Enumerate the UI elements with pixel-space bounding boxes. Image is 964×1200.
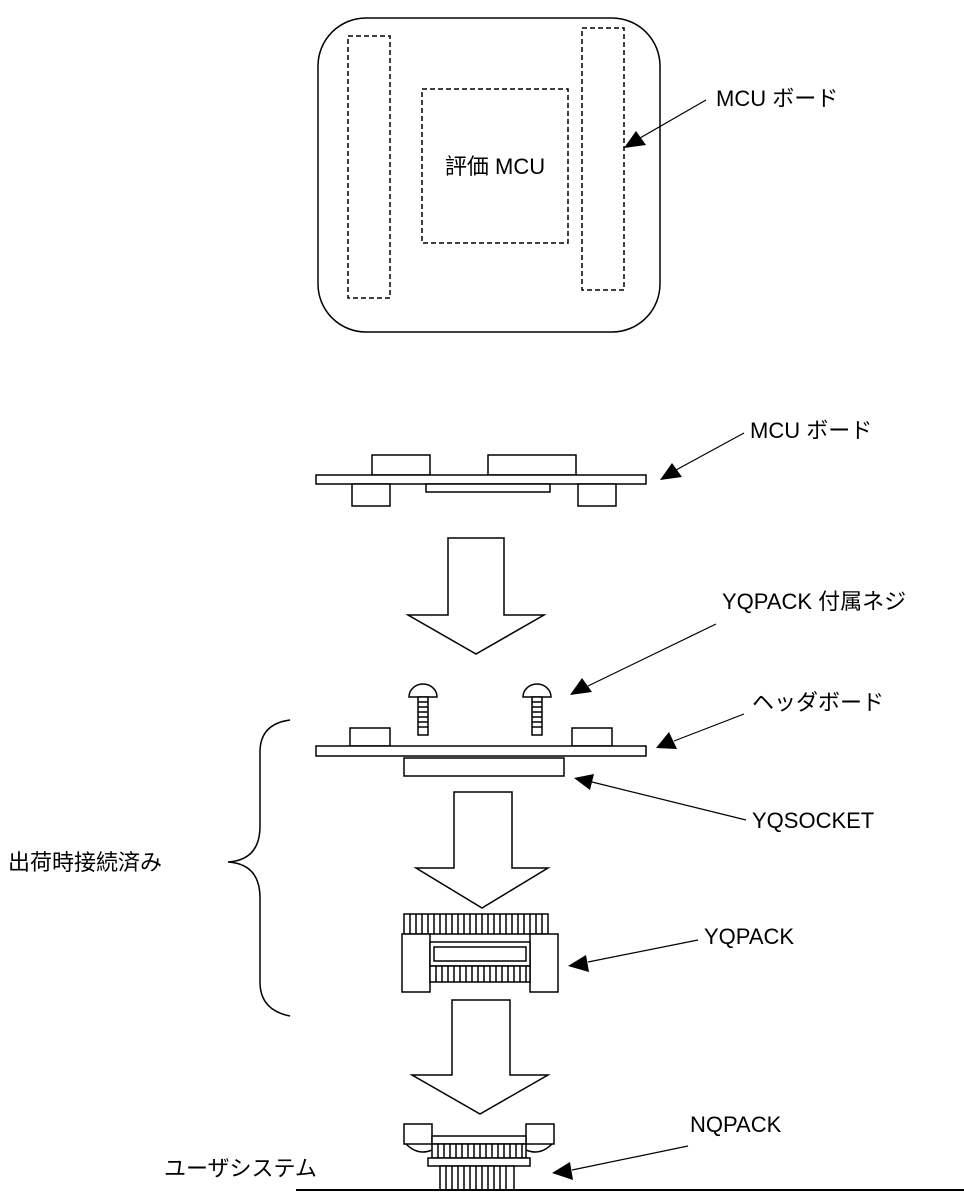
eval-mcu-outline — [421, 88, 569, 244]
yqsocket-leader — [591, 781, 747, 821]
mcu-board-side-leader — [675, 432, 745, 471]
yqsocket-part — [403, 757, 565, 777]
factory-connected-brace: 出荷時接続済み — [8, 719, 291, 1017]
yqsocket-label: YQSOCKET — [752, 808, 874, 833]
yqpack-part: YQPACK — [401, 913, 794, 993]
header-board-leader — [673, 713, 745, 742]
mcu-board-side-label: MCU ボード — [750, 418, 872, 443]
assembly-arrow-2 — [413, 791, 551, 909]
yqpack-screws: YQPACK 付属ネジ — [408, 589, 906, 736]
mcu-board-top-leader — [639, 99, 707, 139]
mcu-board-bottom-chip-right — [577, 483, 617, 507]
mcu-board-top-arrowhead — [624, 131, 646, 148]
assembly-arrow-1 — [405, 537, 547, 655]
mcu-board-top-label: MCU ボード — [716, 86, 838, 111]
yqsocket-arrowhead — [574, 774, 594, 790]
nqpack-part: NQPACK — [403, 1112, 782, 1191]
left-connector-outline — [347, 35, 391, 299]
header-board-arrowhead — [656, 732, 677, 749]
mcu-board-outline — [317, 17, 661, 333]
mcu-board-bottom-connector — [425, 483, 551, 493]
assembly-arrow-3 — [409, 999, 551, 1115]
nqpack-label: NQPACK — [690, 1112, 782, 1137]
header-board-chip-left — [349, 727, 391, 747]
yqpack-screws-label: YQPACK 付属ネジ — [722, 589, 906, 614]
nqpack-leader — [571, 1145, 689, 1171]
header-board-pcb — [315, 745, 647, 757]
mcu-board-pcb — [315, 474, 647, 485]
header-board-label: ヘッダボード — [752, 690, 884, 715]
screw-right — [522, 683, 552, 736]
mcu-board-bottom-chip-left — [351, 483, 391, 507]
nqpack-arrowhead — [552, 1162, 573, 1180]
mcu-board-top-view: 評価 MCU MCU ボード — [317, 17, 838, 333]
yqpack-leader — [587, 939, 699, 963]
factory-connected-label: 出荷時接続済み — [8, 850, 162, 875]
header-board: ヘッダボード YQSOCKET — [315, 690, 884, 833]
mcu-board-top-chip-right — [487, 454, 577, 476]
user-system-label: ユーザシステム — [164, 1156, 317, 1181]
yqpack-label: YQPACK — [704, 924, 794, 949]
screws-arrowhead — [570, 678, 592, 695]
mcu-board-top-chip-left — [371, 454, 431, 476]
eval-mcu-label: 評価 MCU — [445, 154, 545, 179]
screws-leader — [587, 623, 717, 687]
header-board-chip-right — [571, 727, 613, 747]
mcu-board-side-arrowhead — [660, 463, 682, 480]
yqpack-arrowhead — [568, 955, 589, 972]
screw-left — [408, 683, 438, 736]
mcu-board-side-view: MCU ボード — [315, 418, 872, 507]
right-connector-outline — [581, 27, 625, 291]
